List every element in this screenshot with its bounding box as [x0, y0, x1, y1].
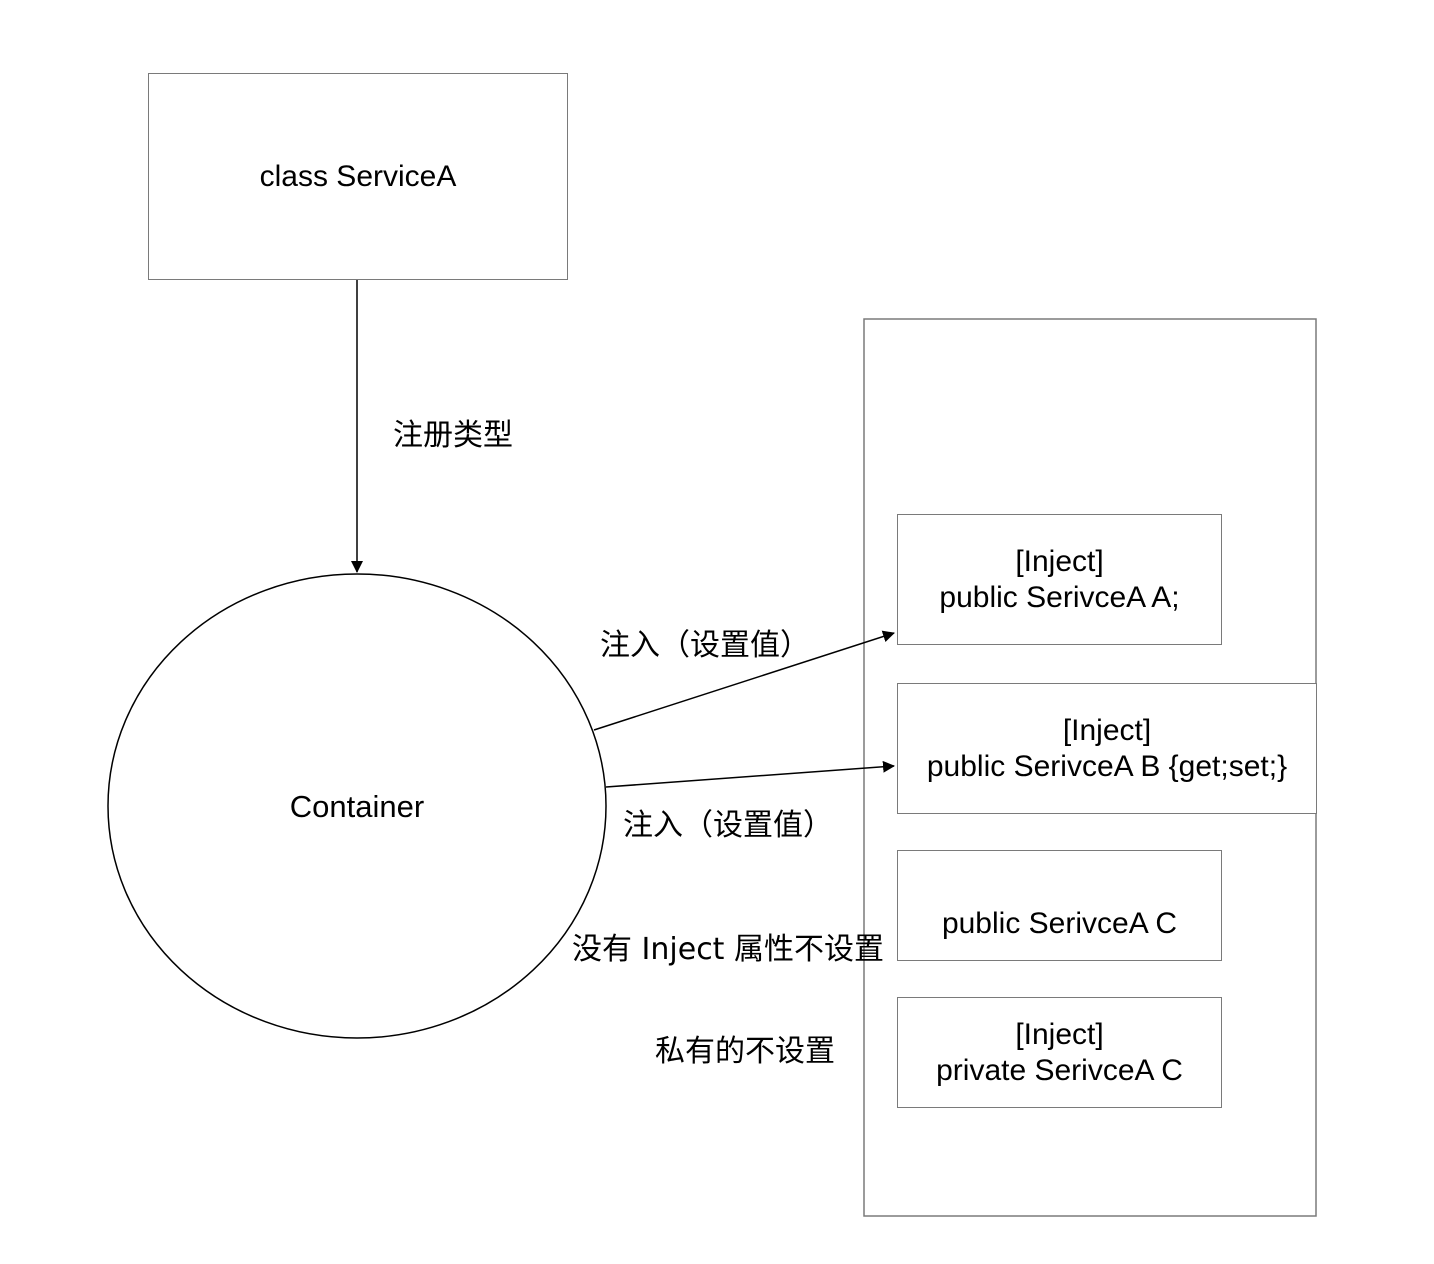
inject-label-a: 注入（设置值）	[600, 628, 810, 663]
member-box-b[interactable]: [Inject] public SerivceA B {get;set;}	[897, 683, 1317, 814]
service-class-label: class ServiceA	[259, 159, 457, 193]
member-c-declaration: public SerivceA C	[941, 906, 1178, 940]
member-box-a[interactable]: [Inject] public SerivceA A;	[897, 514, 1222, 645]
member-a-attribute: [Inject]	[1015, 544, 1104, 578]
container-circle[interactable]	[107, 573, 607, 1039]
member-private-c-declaration: private SerivceA C	[936, 1053, 1183, 1087]
inject-arrow-b	[605, 760, 895, 788]
member-a-declaration: public SerivceA A;	[939, 580, 1180, 614]
member-b-attribute: [Inject]	[1062, 713, 1152, 747]
container-label: Container	[289, 789, 425, 824]
inject-label-b: 注入（设置值）	[623, 808, 833, 843]
inject-arrow-a	[593, 630, 895, 731]
no-inject-label: 没有 Inject 属性不设置	[572, 932, 884, 967]
member-box-c[interactable]: public SerivceA C	[897, 850, 1222, 961]
member-private-c-attribute: [Inject]	[1015, 1017, 1104, 1051]
private-label: 私有的不设置	[655, 1034, 835, 1069]
member-box-private-c[interactable]: [Inject] private SerivceA C	[897, 997, 1222, 1108]
register-type-label: 注册类型	[393, 418, 513, 453]
service-class-box[interactable]: class ServiceA	[148, 73, 568, 280]
member-b-declaration: public SerivceA B {get;set;}	[926, 749, 1288, 783]
